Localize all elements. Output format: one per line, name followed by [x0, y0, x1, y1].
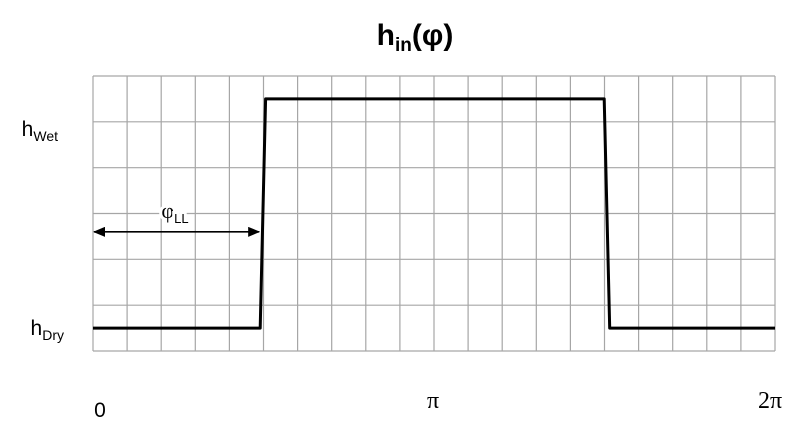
series-line	[93, 97, 775, 330]
x-tick-label-0: 0	[94, 399, 106, 422]
chart-title: hin(φ)	[377, 19, 454, 56]
x-tick-label-2pi: 2π	[758, 388, 782, 414]
y-tick-label-wet: hWet	[22, 118, 58, 144]
grid	[92, 75, 776, 352]
y-tick-label-dry: hDry	[31, 317, 64, 343]
x-tick-label-pi: π	[427, 388, 439, 414]
phi-ll-label: φLL	[161, 198, 188, 226]
